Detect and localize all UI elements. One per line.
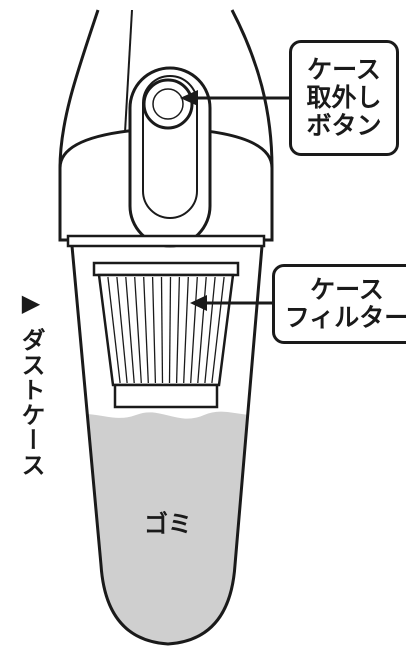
filter-pleat	[211, 276, 225, 384]
filter-pleat	[107, 276, 121, 384]
callout-release-line3: ボタン	[306, 111, 382, 140]
dust-label: ゴミ	[144, 510, 192, 538]
callout-release-line2: 取外し	[306, 83, 382, 112]
filter-pleat	[183, 276, 189, 384]
callout-filter-line2: フィルター	[284, 303, 406, 332]
filter-pleat	[175, 276, 181, 384]
filter-pleat	[151, 276, 157, 384]
filter-pleat	[204, 276, 216, 384]
filter-body	[97, 273, 235, 387]
filter-pleat	[143, 276, 149, 384]
filter-pleat	[168, 276, 172, 384]
filter-bottom-rim	[113, 383, 219, 409]
release-button-inner	[142, 75, 198, 219]
callout-case-filter: ケース フィルター	[272, 264, 406, 344]
filter-pleat	[125, 276, 135, 384]
dust-case-outline	[70, 245, 264, 646]
filter-pleats	[107, 276, 225, 384]
filter-pleat	[197, 276, 207, 384]
callout-filter-line1: ケース	[310, 275, 384, 304]
callout-case-release-button: ケース 取外し ボタン	[289, 40, 399, 156]
button-arrow-head	[180, 90, 198, 106]
dust-fill	[70, 410, 262, 644]
handle-inner-line	[123, 9, 133, 151]
filter-pleat	[116, 276, 128, 384]
filter-top-rim	[92, 261, 240, 277]
dust-surface-line	[70, 409, 262, 419]
case-rim	[66, 234, 266, 248]
release-button-ring	[152, 88, 184, 120]
filter-pleat	[160, 276, 164, 384]
filter-pleat	[190, 276, 198, 384]
callout-release-line1: ケース	[307, 55, 381, 84]
filter-pleat	[134, 276, 142, 384]
release-button[interactable]	[142, 78, 194, 130]
dust-case-label: ▶ ダストケース	[17, 289, 45, 478]
filter-arrow-head	[190, 295, 207, 311]
